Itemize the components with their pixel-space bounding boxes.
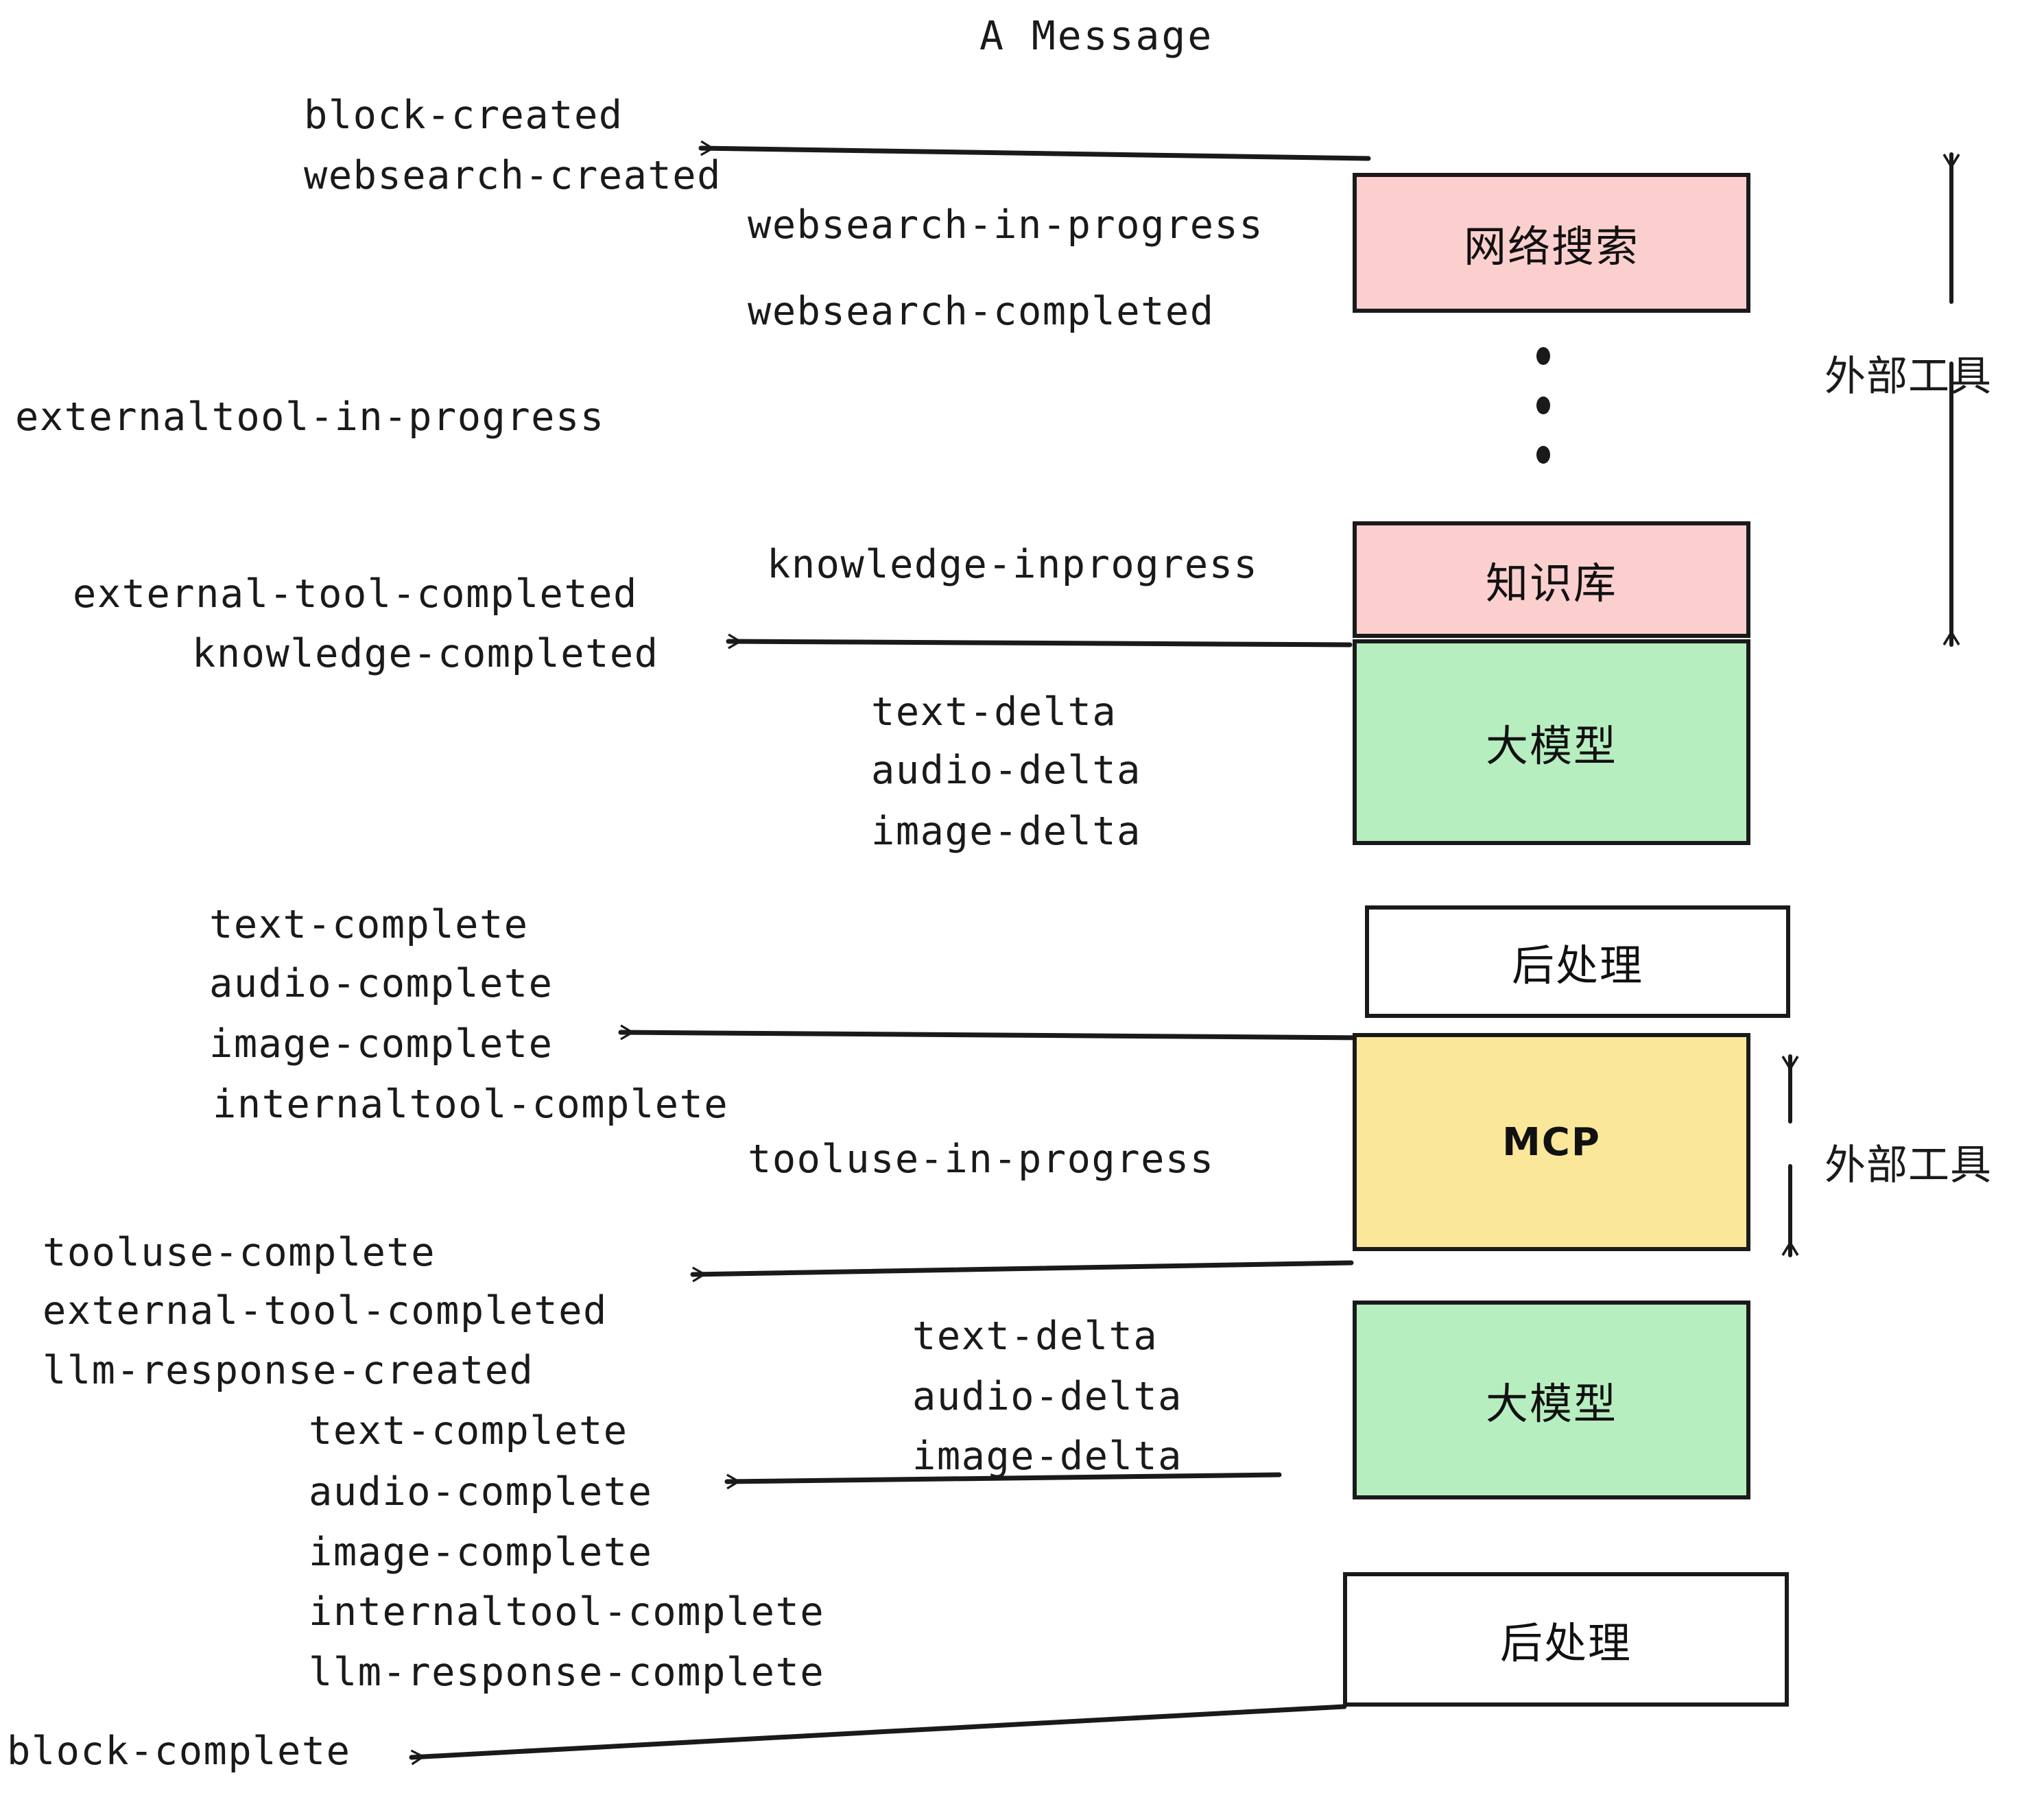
node-label: 后处理 [1511,940,1643,990]
event-label-websearch-completed: websearch-completed [748,289,1215,334]
group-label-external-tools-bottom: 外部工具 [1825,1141,1992,1189]
node-llm-1: 大模型 [1353,639,1750,845]
node-label: 网络搜索 [1463,222,1639,272]
node-label: MCP [1502,1119,1601,1165]
node-postprocess-1: 后处理 [1365,905,1790,1018]
event-label-image-delta-1: image-delta [871,809,1141,854]
event-label-audio-delta-2: audio-delta [912,1374,1183,1419]
event-label-text-delta-2: text-delta [912,1314,1158,1359]
event-label-block-created: block-created [304,93,623,138]
event-label-text-complete-1: text-complete [209,902,529,947]
node-label: 知识库 [1485,558,1617,608]
event-label-internaltool-complete-2: internaltool-complete [309,1589,825,1635]
node-llm-2: 大模型 [1353,1301,1750,1499]
node-label: 后处理 [1499,1618,1632,1668]
event-label-internaltool-complete-1: internaltool-complete [213,1082,729,1127]
event-label-externaltool-in-progress: externaltool-in-progress [15,394,605,440]
ellipsis-dot-icon [1536,446,1550,464]
node-websearch: 网络搜索 [1353,173,1750,313]
event-label-audio-delta-1: audio-delta [871,748,1141,793]
arrow-mcp-to-tooluse [690,1260,1354,1274]
node-label: 大模型 [1485,721,1617,771]
event-label-audio-complete-2: audio-complete [309,1469,653,1515]
arrow-postprocess1-to-image [618,1032,1371,1041]
node-knowledge: 知识库 [1353,521,1750,638]
node-postprocess-2: 后处理 [1343,1572,1789,1707]
node-mcp: MCP [1353,1033,1750,1251]
arrow-knowledge-to-completed [726,641,1353,645]
event-label-image-delta-2: image-delta [912,1434,1183,1479]
event-label-text-delta-1: text-delta [871,689,1117,735]
event-label-tooluse-in-progress: tooluse-in-progress [748,1137,1215,1182]
event-label-llm-response-complete: llm-response-complete [309,1650,825,1695]
page-title: A Message [979,12,1214,59]
ellipsis-dot-icon [1536,347,1550,365]
event-label-knowledge-inprogress: knowledge-inprogress [767,542,1259,587]
event-label-image-complete-1: image-complete [209,1021,554,1067]
node-label: 大模型 [1485,1379,1617,1429]
event-label-llm-response-created: llm-response-created [43,1348,534,1393]
event-label-websearch-created: websearch-created [304,153,722,198]
ellipsis-dot-icon [1536,396,1550,414]
event-label-knowledge-completed: knowledge-completed [192,631,659,676]
event-label-image-complete-2: image-complete [309,1530,653,1575]
event-label-websearch-in-progress: websearch-in-progress [748,202,1264,248]
event-label-external-tool-completed-2: external-tool-completed [43,1288,608,1333]
event-label-text-complete-2: text-complete [309,1408,628,1453]
arrow-websearch-to-blockcreated [698,148,1371,161]
event-label-block-complete: block-complete [7,1729,351,1774]
arrow-postprocess2-to-block [409,1704,1347,1757]
event-label-external-tool-completed-1: external-tool-completed [73,571,638,617]
group-label-external-tools-top: 外部工具 [1825,353,1992,401]
event-label-audio-complete-1: audio-complete [209,961,554,1006]
event-label-tooluse-complete: tooluse-complete [43,1230,436,1275]
